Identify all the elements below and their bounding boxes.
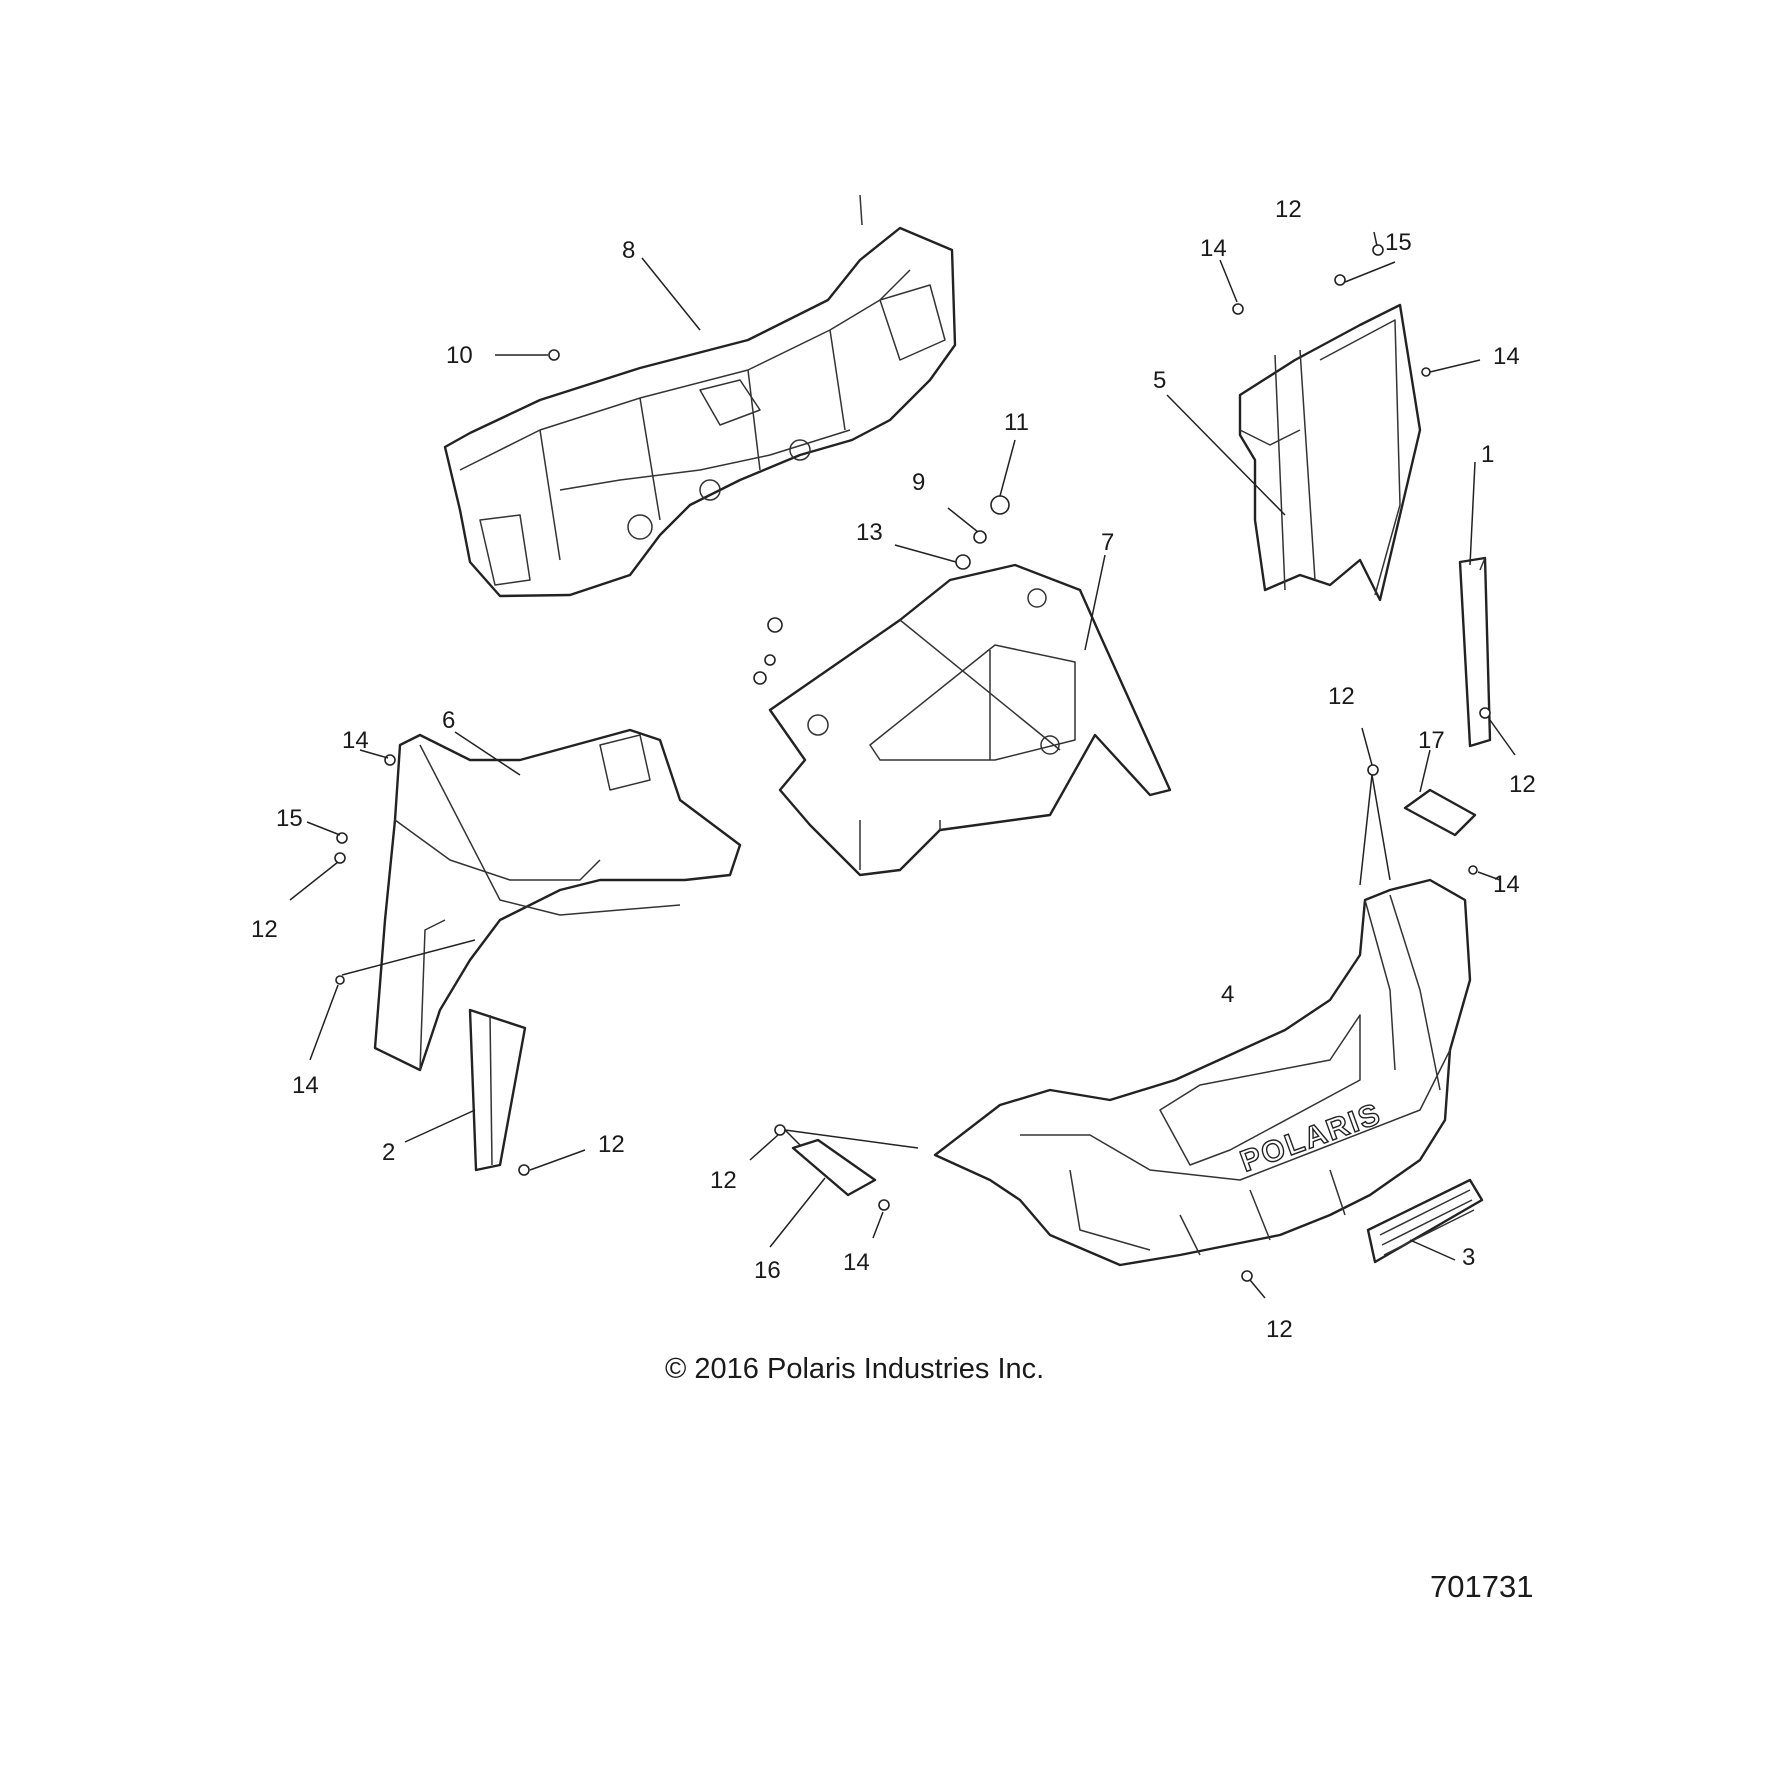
part-7-hood bbox=[768, 563, 1172, 877]
callout-9: 9 bbox=[912, 469, 925, 496]
callout-14f: 14 bbox=[843, 1249, 870, 1276]
fastener-hood-b bbox=[764, 654, 776, 666]
fastener-12-bracket-2 bbox=[518, 1164, 530, 1176]
fastener-14-fender-top bbox=[384, 754, 396, 766]
part-8-dash-panel bbox=[443, 194, 957, 598]
fastener-12-bottom bbox=[1241, 1270, 1253, 1282]
fastener-14-bumper-right bbox=[1468, 865, 1478, 875]
part-3-grille-insert bbox=[1366, 1178, 1484, 1264]
callout-10: 10 bbox=[446, 342, 473, 369]
copyright-notice: © 2016 Polaris Industries Inc. bbox=[665, 1353, 1044, 1385]
part-16-left-bumper-bracket bbox=[791, 1138, 877, 1197]
leader-lines bbox=[289, 231, 1516, 1299]
fastener-14-bumper-low bbox=[878, 1199, 890, 1211]
callout-14d: 14 bbox=[342, 727, 369, 754]
callout-4: 4 bbox=[1221, 981, 1234, 1008]
callout-7: 7 bbox=[1101, 529, 1114, 556]
fastener-14-fender-low bbox=[335, 975, 345, 985]
callout-15b: 15 bbox=[276, 805, 303, 832]
fastener-hood-c bbox=[753, 671, 767, 685]
callout-5: 5 bbox=[1153, 367, 1166, 394]
callout-numbers: 8 10 12 15 14 14 5 1 11 9 13 7 12 17 12 … bbox=[251, 196, 1536, 1343]
fastener-13 bbox=[955, 554, 971, 570]
callout-11: 11 bbox=[1004, 409, 1029, 436]
fastener-hood-a bbox=[767, 617, 783, 633]
callout-17: 17 bbox=[1418, 727, 1445, 754]
callout-1: 1 bbox=[1481, 441, 1494, 468]
callout-14e: 14 bbox=[292, 1072, 319, 1099]
fastener-14-upper-right bbox=[1421, 367, 1431, 377]
fastener-15-top bbox=[1334, 274, 1346, 286]
callout-12e: 12 bbox=[598, 1131, 625, 1158]
callout-12c: 12 bbox=[1509, 771, 1536, 798]
fastener-12-top bbox=[1372, 244, 1384, 256]
fastener-12-bumper-left bbox=[774, 1124, 786, 1136]
part-1-right-bracket bbox=[1458, 556, 1492, 748]
callout-8: 8 bbox=[622, 237, 635, 264]
callout-6: 6 bbox=[442, 707, 455, 734]
diagram-number: 701731 bbox=[1430, 1569, 1533, 1604]
callout-12f: 12 bbox=[710, 1167, 737, 1194]
callout-14b: 14 bbox=[1493, 343, 1520, 370]
callout-12d: 12 bbox=[251, 916, 278, 943]
callout-14a: 14 bbox=[1200, 235, 1227, 262]
callout-12b: 12 bbox=[1328, 683, 1355, 710]
fastener-12-bumper-top bbox=[1367, 764, 1379, 776]
callout-15a: 15 bbox=[1385, 229, 1412, 256]
part-6-left-fender bbox=[373, 728, 742, 1072]
fastener-14-top bbox=[1232, 303, 1244, 315]
part-17-right-bumper-bracket bbox=[1403, 788, 1477, 837]
part-2-left-bracket bbox=[468, 1008, 527, 1172]
part-5-right-side-panel bbox=[1238, 303, 1422, 602]
fastener-12-right bbox=[1479, 707, 1491, 719]
callout-2: 2 bbox=[382, 1139, 395, 1166]
fastener-9 bbox=[973, 530, 987, 544]
fastener-11 bbox=[990, 495, 1010, 515]
part-4-front-bumper: POLARIS bbox=[933, 878, 1472, 1267]
callout-16: 16 bbox=[754, 1257, 781, 1284]
fastener-10 bbox=[548, 349, 560, 361]
callout-12a: 12 bbox=[1275, 196, 1302, 223]
callout-13: 13 bbox=[856, 519, 883, 546]
callout-3: 3 bbox=[1462, 1244, 1475, 1271]
callout-14c: 14 bbox=[1493, 871, 1520, 898]
fastener-12-left bbox=[334, 852, 346, 864]
callout-12g: 12 bbox=[1266, 1316, 1293, 1343]
